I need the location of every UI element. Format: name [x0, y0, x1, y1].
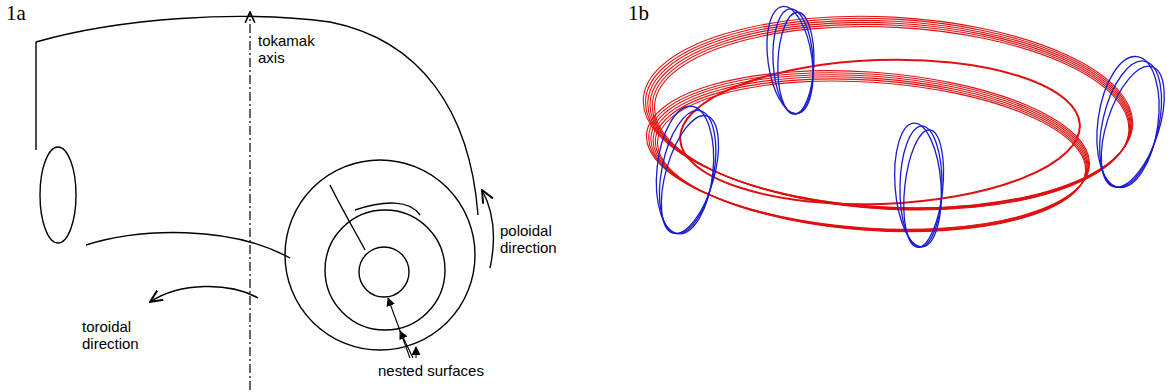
poloidal-loop [770, 8, 815, 115]
field-line [650, 65, 1091, 244]
field-line [678, 53, 1083, 211]
poloidal-loop [650, 103, 719, 236]
field-line [650, 15, 1134, 222]
callout-label: nested surfaces [378, 362, 508, 379]
poloidal-loop [891, 122, 946, 249]
torus-outline [36, 16, 478, 350]
direction-label: toroidal direction [82, 318, 162, 352]
field-line [647, 13, 1134, 221]
field-line [645, 11, 1135, 221]
poloidal-loop [761, 3, 820, 116]
direction-label: poloidal direction [500, 222, 572, 256]
field-line [648, 63, 1092, 244]
poloidal-loop [1089, 59, 1170, 195]
axis-label: tokamak axis [256, 32, 322, 66]
poloidal-loop [650, 109, 730, 240]
tokamak-axis [249, 12, 250, 390]
poloidal-loop [1089, 55, 1170, 193]
toroidal-field-lines [638, 4, 1137, 245]
poloidal-loop [776, 12, 816, 115]
poloidal-loop [1089, 52, 1167, 191]
panel-label: 1b [628, 2, 668, 24]
poloidal-loops [650, 3, 1170, 249]
toroidal-arrow [150, 286, 258, 302]
poloidal-arrow [482, 190, 493, 268]
poloidal-loop [899, 128, 949, 249]
leader-lines [388, 298, 416, 358]
panel-label: 1a [6, 2, 46, 24]
